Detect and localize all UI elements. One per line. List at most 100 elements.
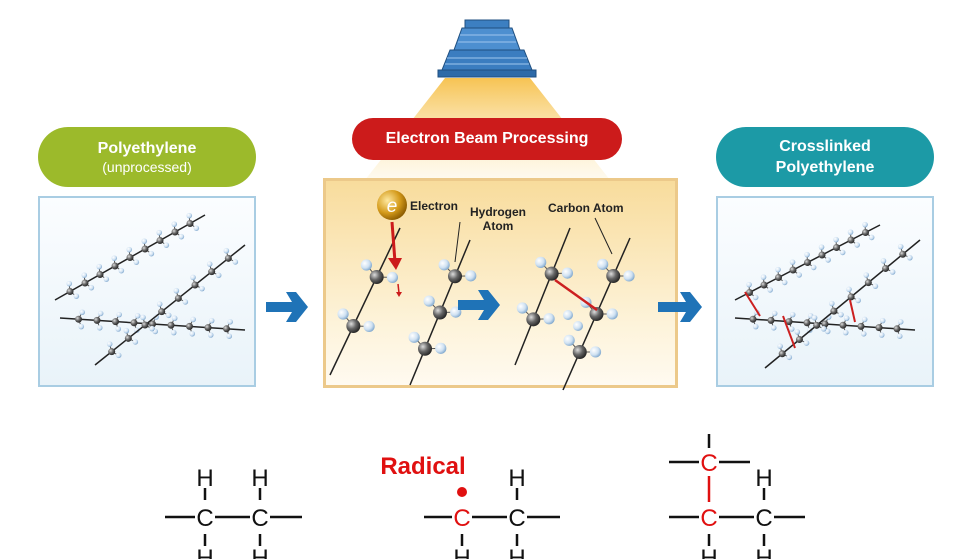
polymer-chain: [94, 244, 246, 366]
radical-carbon-symbol: C: [453, 505, 470, 532]
hydrogen-atom: [189, 330, 196, 337]
hydrogen-atom: [156, 229, 163, 236]
hydrogen-atom: [781, 279, 788, 286]
carbon-atom: [813, 321, 821, 329]
hydrogen-atom: [199, 285, 205, 292]
hydrogen-symbol: H: [453, 545, 470, 559]
carbon-atom: [847, 236, 855, 244]
hydrogen-atom: [839, 249, 846, 256]
hydrogen-atom: [752, 323, 759, 330]
hydrogen-atom: [746, 281, 752, 288]
hydrogen-atom: [824, 328, 831, 335]
hydrogen-atom: [760, 274, 767, 280]
carbon-atom: [839, 321, 847, 329]
radical-dot: [457, 487, 467, 497]
carbon-atom: [589, 307, 604, 321]
hydrogen-atom: [896, 333, 903, 339]
carbon-atom: [544, 266, 559, 281]
hydrogen-atom: [78, 323, 85, 330]
hydrogen-atom: [818, 244, 825, 250]
hydrogen-atom: [178, 233, 185, 240]
hydrogen-atom: [133, 327, 140, 333]
molecule-illustrations: e: [54, 190, 921, 391]
carbon-atom: [785, 318, 793, 326]
hydrogen-atom: [111, 255, 118, 261]
electron-beam-processing-label: Electron Beam Processing: [352, 118, 622, 160]
carbon-atom-label: Carbon Atom: [548, 201, 624, 215]
lamp-icon: [437, 19, 537, 78]
hydrogen-atom: [842, 329, 849, 336]
carbon-atom: [93, 316, 101, 324]
carbon-symbol: C: [196, 505, 213, 532]
hydrogen-atom: [190, 274, 196, 281]
hydrogen-atom: [165, 312, 172, 319]
carbon-atom: [778, 350, 786, 358]
stage-title-line2: Polyethylene: [775, 159, 875, 176]
carbon-atom: [448, 269, 462, 284]
hydrogen-atom: [215, 272, 222, 279]
carbon-atom: [158, 308, 166, 316]
hydrogen-atom: [106, 341, 113, 347]
carbon-atom: [223, 325, 230, 333]
carbon-atom: [204, 324, 212, 332]
hydrogen-atom-label: Hydrogen Atom: [470, 205, 526, 233]
hydrogen-atom: [789, 311, 796, 318]
hydrogen-atom: [794, 329, 801, 335]
hydrogen-atom: [854, 242, 860, 248]
carbon-symbol: C: [251, 505, 268, 532]
hydrogen-atom: [872, 283, 879, 289]
hydrogen-atom: [868, 234, 875, 241]
carbon-atom: [847, 293, 855, 301]
hydrogen-atom: [226, 333, 233, 339]
carbon-symbol: C: [755, 505, 772, 532]
hydrogen-atom: [589, 346, 602, 358]
hydrogen-atom: [173, 287, 180, 294]
hydrogen-atom: [543, 313, 555, 325]
hydrogen-atom: [860, 330, 867, 337]
hydrogen-atom: [767, 287, 773, 293]
carbon-atom: [789, 266, 797, 274]
hydrogen-symbol: H: [755, 465, 772, 492]
polymer-chain: [329, 227, 401, 376]
hydrogen-symbol: H: [251, 465, 268, 492]
carbon-atom: [186, 322, 193, 330]
hydrogen-atom: [66, 280, 73, 287]
carbon-atom: [418, 341, 432, 356]
hydrogen-symbol: H: [196, 545, 213, 559]
hydrogen-atom: [825, 257, 831, 263]
hydrogen-atom: [96, 263, 103, 270]
arrow-right-icon: [458, 290, 500, 320]
carbon-atom: [156, 237, 164, 244]
hydrogen-atom: [833, 236, 839, 243]
carbon-atom: [606, 269, 621, 283]
hydrogen-atom: [134, 313, 141, 319]
hydrogen-atom: [156, 301, 163, 307]
hydrogen-atom: [88, 284, 95, 291]
hydrogen-atom: [182, 299, 189, 305]
hydrogen-atom: [186, 212, 193, 219]
hydrogen-atom: [897, 319, 904, 325]
carbon-atom: [767, 316, 775, 324]
carbon-atom: [96, 271, 104, 278]
hydrogen-atom: [897, 243, 904, 250]
hydrogen-atom: [81, 272, 88, 278]
hydrogen-atom: [465, 270, 477, 282]
hydrogen-atom: [227, 319, 233, 325]
hydrogen-atom: [115, 352, 122, 359]
carbon-atom: [191, 281, 199, 289]
hydrogen-atom: [561, 267, 574, 279]
carbon-atom: [111, 262, 119, 270]
crosslink-carbon-symbol: C: [700, 450, 717, 477]
hydrogen-atom: [861, 316, 868, 323]
carbon-atom: [108, 348, 116, 356]
hydrogen-atom: [193, 225, 200, 231]
hydrogen-atom: [907, 254, 913, 261]
hydrogen-atom: [789, 259, 796, 265]
hydrogen-atom: [206, 261, 213, 267]
carbon-atom: [893, 325, 901, 333]
carbon-atom: [526, 312, 541, 327]
hydrogen-atom: [207, 332, 214, 338]
crosslink-bond: [744, 291, 761, 317]
stage-title: Polyethylene: [97, 139, 197, 157]
hydrogen-atom: [148, 250, 155, 257]
